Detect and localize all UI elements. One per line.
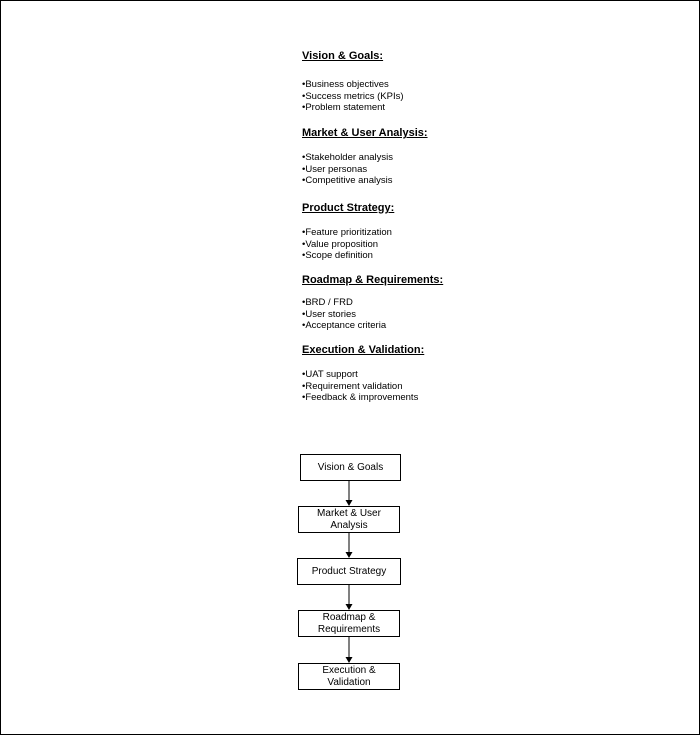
flow-step-label: Vision & Goals [317, 461, 384, 473]
list-item: UAT support [302, 369, 418, 381]
list-item: Acceptance criteria [302, 320, 386, 332]
flow-step-label: Product Strategy [311, 565, 387, 577]
flow-step-vision-goals: Vision & Goals [300, 454, 401, 481]
list-item: Scope definition [302, 250, 392, 262]
list-item: User stories [302, 309, 386, 321]
notes-list-market: Stakeholder analysis User personas Compe… [302, 152, 393, 187]
list-item: Feedback & improvements [302, 392, 418, 404]
list-item: Success metrics (KPIs) [302, 91, 403, 103]
flow-step-product-strategy: Product Strategy [297, 558, 401, 585]
notes-section-execution: Execution & Validation: UAT support Requ… [302, 343, 562, 403]
list-item: Stakeholder analysis [302, 152, 393, 164]
arrowhead-3-4 [345, 604, 353, 610]
list-item: Problem statement [302, 102, 404, 114]
flow-step-label: Roadmap & Requirements [317, 611, 381, 635]
flow-step-label: Market & User Analysis [317, 507, 381, 531]
flow-step-execution-validation: Execution & Validation [298, 663, 400, 690]
notes-section-roadmap: Roadmap & Requirements: BRD / FRD User s… [302, 273, 562, 331]
notes-section-vision: Vision & Goals: Business objectives Succ… [302, 49, 562, 113]
arrowhead-1-2 [345, 500, 353, 506]
flow-step-roadmap-requirements: Roadmap & Requirements [298, 610, 400, 637]
flow-step-label: Execution & Validation [322, 664, 376, 688]
notes-heading-execution: Execution & Validation: [302, 344, 425, 356]
list-item: Business objectives [302, 79, 404, 91]
notes-list-execution: UAT support Requirement validation Feedb… [302, 369, 418, 404]
list-item: User personas [302, 164, 393, 176]
notes-heading-vision: Vision & Goals: [302, 50, 384, 62]
notes-heading-market: Market & User Analysis: [302, 127, 428, 139]
notes-heading-strategy: Product Strategy: [302, 202, 395, 214]
flow-step-market-user-analysis: Market & User Analysis [298, 506, 400, 533]
notes-section-market: Market & User Analysis: Stakeholder anal… [302, 126, 562, 186]
notes-list-vision: Business objectives Success metrics (KPI… [302, 79, 404, 114]
list-item: Competitive analysis [302, 175, 393, 187]
list-item: Value proposition [302, 239, 392, 251]
arrowhead-4-5 [345, 657, 353, 663]
list-item: BRD / FRD [302, 297, 386, 309]
notes-list-roadmap: BRD / FRD User stories Acceptance criter… [302, 297, 386, 332]
list-item: Feature prioritization [302, 227, 392, 239]
notes-list-strategy: Feature prioritization Value proposition… [302, 227, 392, 262]
list-item: Requirement validation [302, 381, 418, 393]
notes-heading-roadmap: Roadmap & Requirements: [302, 274, 444, 286]
arrowhead-2-3 [345, 552, 353, 558]
notes-section-strategy: Product Strategy: Feature prioritization… [302, 201, 562, 261]
